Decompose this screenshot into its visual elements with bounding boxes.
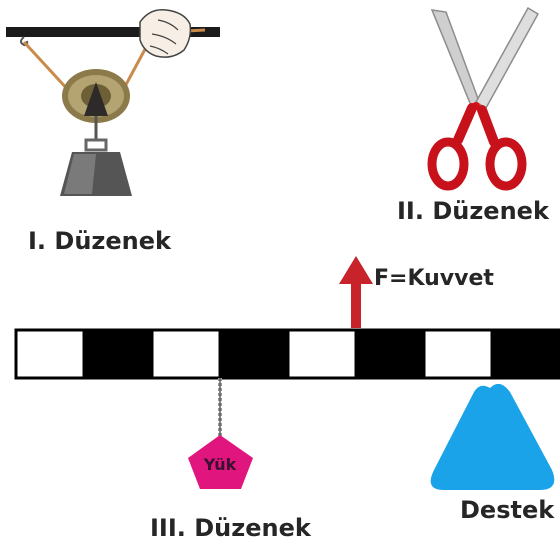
load-label: Yük — [203, 455, 237, 474]
lever-segment — [150, 328, 222, 380]
lever-segment — [14, 328, 86, 380]
setup2-label: II. Düzenek — [397, 197, 550, 225]
hand-icon — [139, 9, 192, 58]
weight-icon — [60, 138, 132, 196]
support-triangle — [430, 383, 555, 490]
lever-segment — [218, 328, 290, 380]
setup1-label: I. Düzenek — [28, 227, 172, 255]
setup3-label: III. Düzenek — [150, 514, 312, 542]
ceiling-bar — [6, 27, 220, 37]
force-label: F=Kuvvet — [374, 266, 494, 291]
lever-segment — [422, 328, 494, 380]
lever-segment — [490, 328, 560, 380]
lever-bar — [14, 328, 560, 380]
rope-left — [22, 40, 72, 94]
support-label: Destek — [460, 496, 555, 524]
lever-segment — [286, 328, 358, 380]
pulley-icon — [62, 69, 130, 123]
force-arrow — [339, 256, 373, 328]
load-pentagon — [188, 435, 253, 489]
lever-segment — [354, 328, 426, 380]
pulley-setup — [6, 9, 220, 196]
scissors-icon — [427, 6, 540, 191]
lever-segment — [82, 328, 154, 380]
